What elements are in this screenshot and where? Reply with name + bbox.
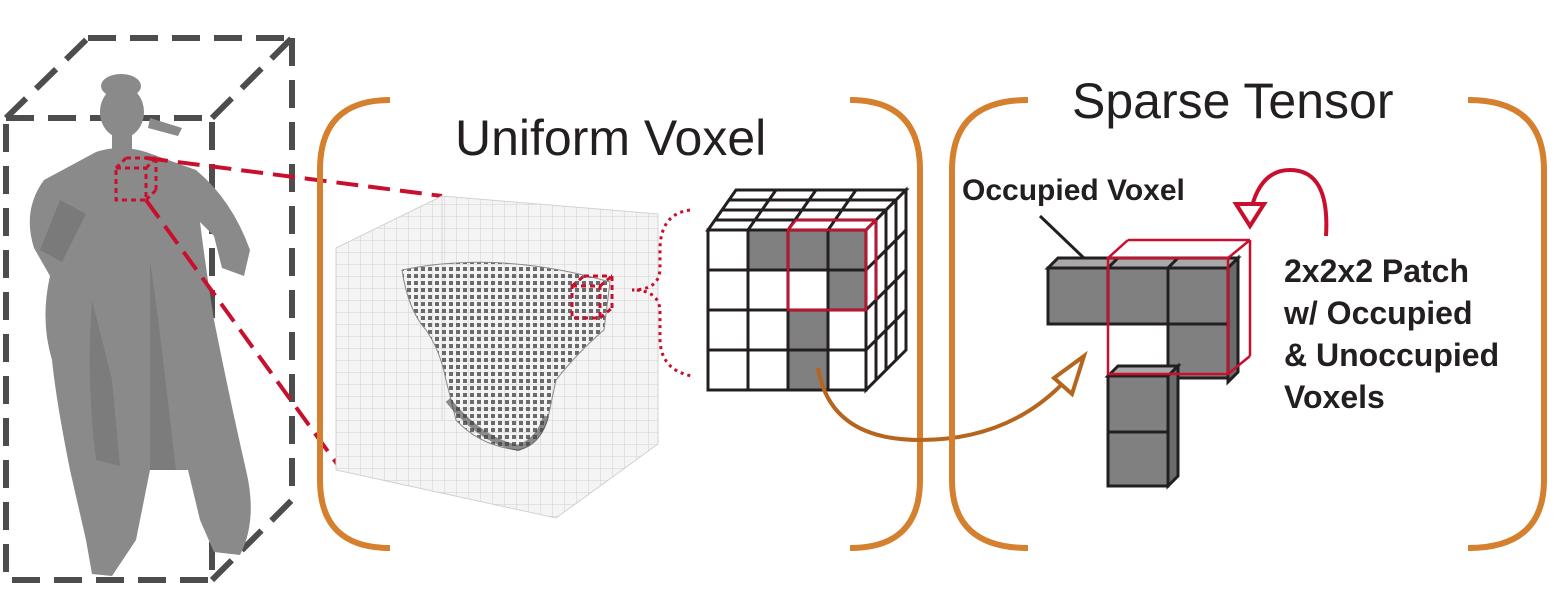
voxel-cube-icon: [1166, 266, 1230, 326]
sparse-tensor-title: Sparse Tensor: [1072, 73, 1393, 129]
human-statue-icon: [29, 74, 251, 576]
human-figure-panel: [3, 35, 443, 583]
patch-description: 2x2x2 Patch w/ Occupied & Unoccupied Vox…: [1283, 253, 1499, 415]
left-bracket-sparse: [949, 97, 1029, 551]
zoomed-patch-outline: [786, 218, 878, 312]
patch-pointer-arrow: [1232, 167, 1329, 237]
uniform-voxel-panel: Uniform Voxel: [317, 97, 1088, 551]
voxel-cube-icon: [1046, 266, 1110, 326]
voxel-cube-icon: [1106, 374, 1170, 434]
uniform-voxel-title: Uniform Voxel: [455, 110, 766, 166]
voxel-grid-icon: [335, 195, 659, 519]
patch-outline: [1106, 238, 1252, 376]
patch-label-line3: & Unoccupied: [1284, 337, 1499, 373]
transfer-arrow: [816, 350, 1088, 443]
grid-highlight-cube: [570, 274, 614, 320]
left-bracket: [317, 97, 391, 551]
occupied-voxel-label: Occupied Voxel: [962, 174, 1185, 207]
occupied-voxel-pointer: [1038, 214, 1088, 262]
patch-label-line1: 2x2x2 Patch: [1284, 253, 1469, 289]
voxel-cube-icon: [1106, 266, 1170, 326]
patch-label-line4: Voxels: [1284, 379, 1385, 415]
voxel-cube-icon: [1106, 430, 1170, 488]
zoom-brace: [631, 208, 693, 378]
sparse-tensor-panel: Sparse Tensor Occupied Voxel: [949, 73, 1547, 551]
right-bracket: [849, 97, 923, 551]
right-bracket-sparse: [1467, 97, 1547, 551]
patch-label-line2: w/ Occupied: [1283, 295, 1472, 331]
zoomed-voxel-cube: [705, 186, 910, 394]
projection-lines: [144, 156, 443, 470]
